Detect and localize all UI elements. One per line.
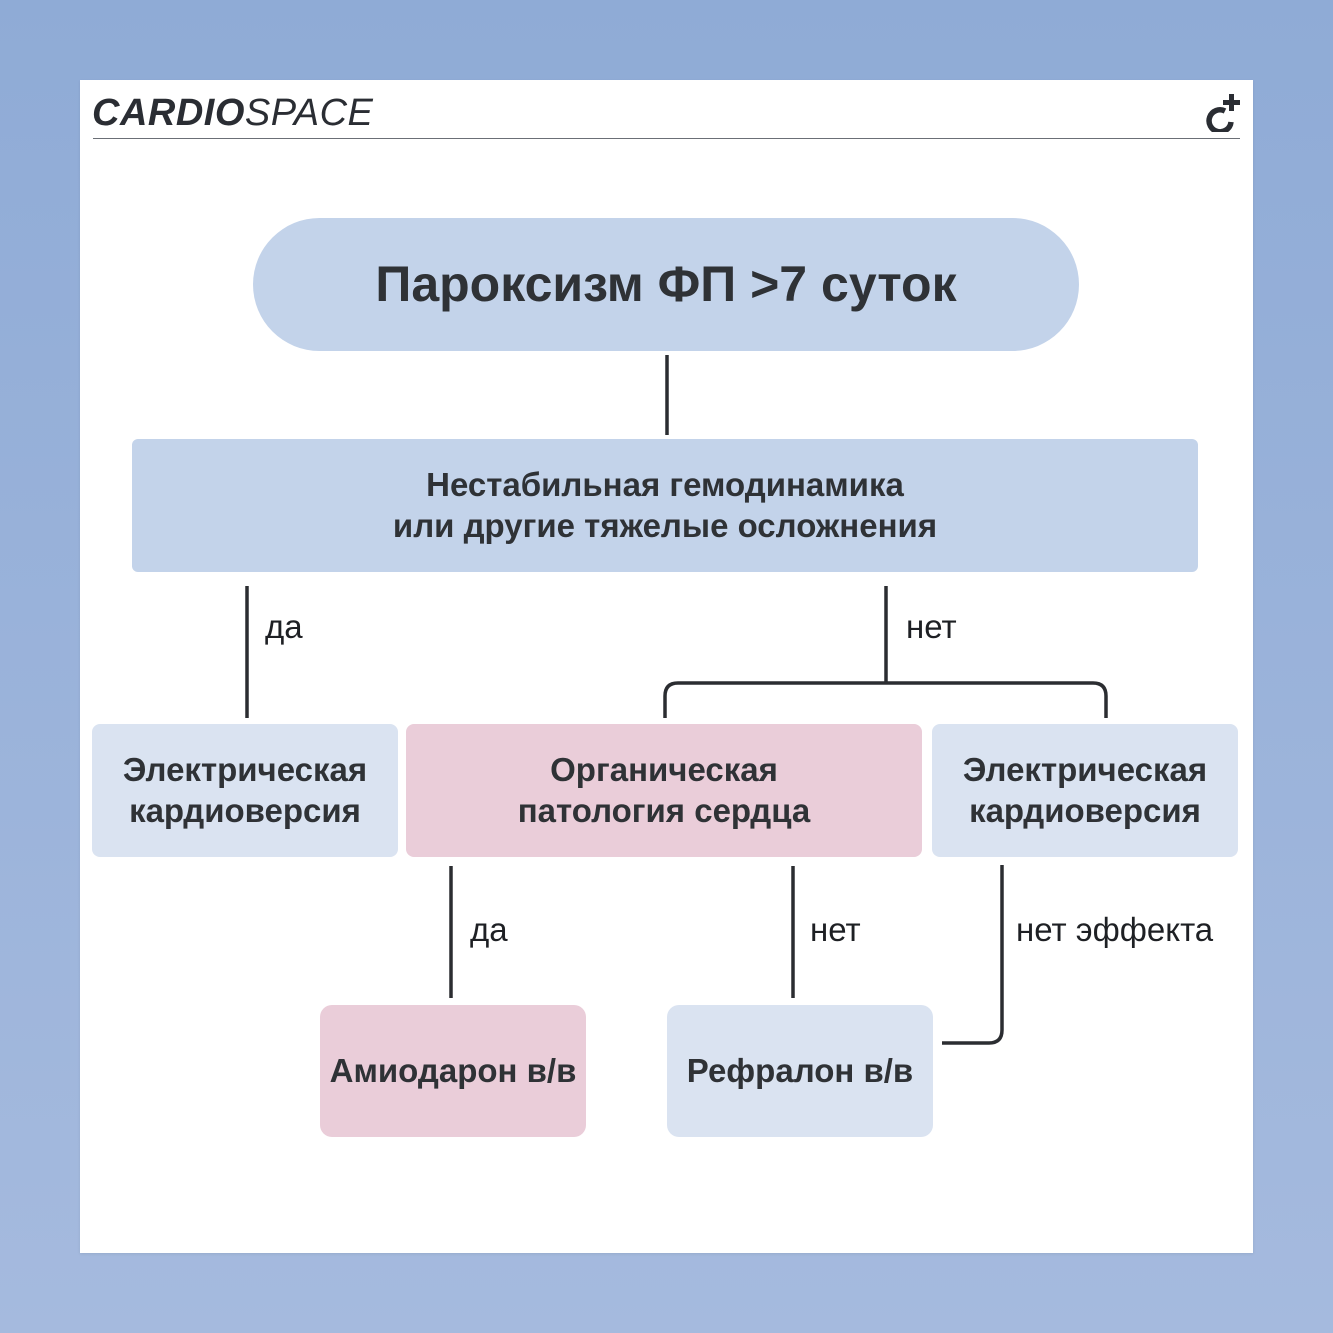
node-unstable-hemodynamics: Нестабильная гемодинамика или другие тяж… <box>132 439 1198 572</box>
label-organic-yes: да <box>470 911 508 948</box>
node-electric-cardioversion-right: Электрическая кардиоверсия <box>932 724 1238 857</box>
edge-branch-bracket <box>663 681 1108 718</box>
label-organic-no: нет <box>810 911 861 948</box>
label-question-yes: да <box>265 608 303 645</box>
heart-plus-logo-icon <box>1206 94 1240 132</box>
node-amiodarone-iv: Амиодарон в/в <box>320 1005 586 1137</box>
edge-no-effect <box>942 865 1004 1045</box>
brand-logo: CARDIOSPACE <box>92 90 373 136</box>
brand-bold: CARDIO <box>92 92 245 134</box>
node-paroxysm-af: Пароксизм ФП >7 суток <box>253 218 1079 351</box>
label-no-effect: нет эффекта <box>1016 911 1214 948</box>
node-electric-cardioversion-left: Электрическая кардиоверсия <box>92 724 398 857</box>
node-organic-heart-pathology: Органическая патология сердца <box>406 724 922 857</box>
header-divider <box>93 138 1240 139</box>
brand-light: SPACE <box>244 92 374 134</box>
node-refralon-iv: Рефралон в/в <box>667 1005 933 1137</box>
label-question-no: нет <box>906 608 957 645</box>
